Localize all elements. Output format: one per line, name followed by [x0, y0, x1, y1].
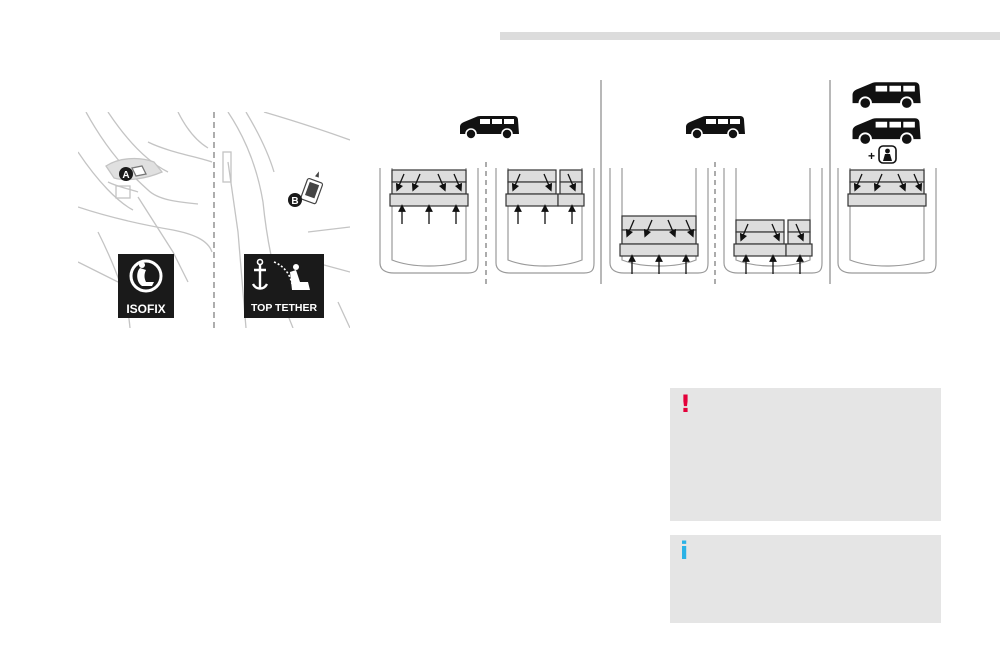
van-icon — [851, 81, 922, 110]
isofix-illustration: A B ISOFIX TOP TETHER — [78, 112, 350, 328]
child-seat-icon: + — [868, 145, 897, 164]
warning-icon: ! — [680, 390, 691, 418]
info-icon: i — [680, 537, 689, 565]
van-icon — [851, 117, 922, 146]
warning-box: ! — [670, 388, 941, 521]
svg-text:TOP TETHER: TOP TETHER — [251, 302, 318, 314]
svg-text:B: B — [291, 196, 298, 207]
van-icon — [459, 115, 520, 140]
callout-b: B — [288, 193, 302, 207]
svg-text:+: + — [868, 149, 875, 163]
isofix-sign: ISOFIX — [118, 254, 174, 318]
seat-anchor-diagram: + — [379, 80, 937, 284]
top-tether-sign: TOP TETHER — [244, 254, 324, 318]
header-rule — [500, 32, 1000, 40]
info-box: i — [670, 535, 941, 623]
svg-text:A: A — [122, 170, 129, 181]
svg-text:ISOFIX: ISOFIX — [126, 302, 165, 316]
van-icon — [685, 115, 746, 140]
callout-a: A — [119, 167, 133, 181]
